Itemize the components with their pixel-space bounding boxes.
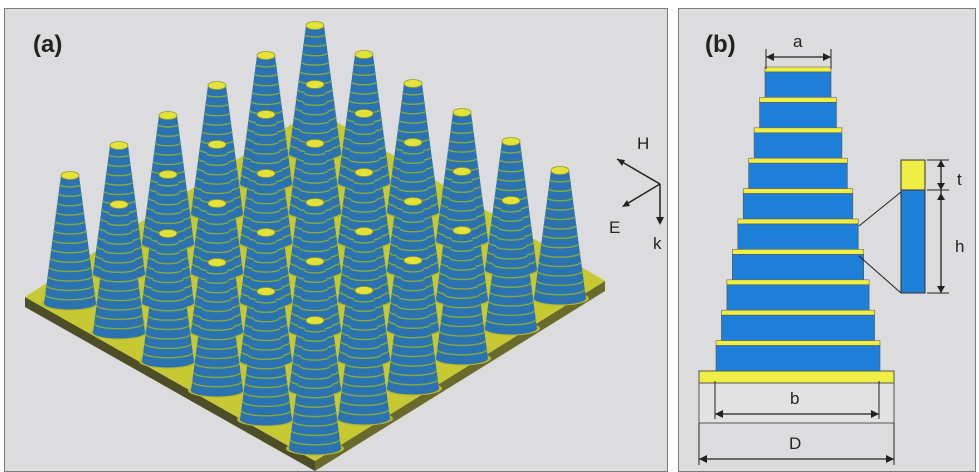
panel-a-label: (a) (33, 31, 63, 58)
field-axes: H E k (609, 134, 664, 253)
metal-layer (764, 66, 832, 73)
cone (384, 256, 442, 396)
cone-array-svg: H E k (25, 21, 664, 471)
panel-b-cross-section: a b D (678, 8, 976, 472)
cone (433, 226, 491, 366)
h-axis-label: H (637, 134, 649, 153)
panel-a-3d-array: H E k (a) (4, 8, 668, 472)
h-axis-line (616, 158, 661, 185)
inset-dielectric-layer (900, 189, 926, 294)
dielectric-layer (742, 193, 854, 220)
dielectric-layer (748, 162, 848, 189)
substrate-left-side (25, 297, 315, 471)
metal-layer (721, 309, 875, 316)
cone (237, 287, 295, 427)
metal-layer (748, 157, 848, 164)
cone (482, 196, 540, 336)
zoom-inset: t h (858, 159, 964, 294)
layer-stack (715, 66, 881, 372)
e-axis-arrowhead (622, 200, 630, 207)
cone (90, 200, 148, 340)
metal-layer (715, 340, 881, 346)
dimension-b: b (714, 381, 880, 419)
cone (286, 316, 344, 456)
dimension-h-label: h (955, 237, 964, 256)
metal-layer (726, 279, 870, 286)
metal-layer (732, 249, 864, 255)
dimension-b-label: b (790, 389, 799, 408)
cone (41, 171, 99, 311)
cross-section-svg: a b D (698, 32, 964, 465)
dielectric-layer (732, 254, 864, 281)
h-axis-arrowhead (617, 159, 625, 166)
e-axis-line (624, 183, 661, 206)
cone (139, 229, 197, 369)
k-axis-label: k (653, 234, 662, 253)
dielectric-layer (764, 71, 832, 98)
dielectric-layer (737, 223, 859, 250)
metal-layer (737, 218, 859, 225)
dielectric-layer (721, 314, 875, 341)
dimension-d: D (698, 423, 895, 465)
substrate-block (698, 382, 895, 424)
inset-metal-layer (900, 159, 926, 191)
metal-layer (742, 188, 854, 194)
dimension-a: a (765, 32, 832, 69)
cone (188, 258, 246, 398)
dimension-d-label: D (789, 434, 801, 453)
dielectric-layer (759, 102, 837, 129)
metal-layer (753, 127, 843, 134)
cone (531, 166, 589, 306)
dimension-a-label: a (793, 32, 803, 51)
dimension-t-label: t (957, 170, 962, 189)
metal-layer (759, 97, 837, 103)
k-axis-arrowhead (656, 217, 664, 225)
panel-b-label: (b) (705, 31, 736, 58)
dielectric-layer (753, 132, 843, 159)
substrate-metal-layer (698, 370, 895, 384)
cone-array (41, 21, 589, 456)
e-axis-label: E (609, 218, 620, 237)
cone (335, 286, 393, 426)
dielectric-layer (726, 284, 870, 311)
dielectric-layer (715, 345, 881, 372)
